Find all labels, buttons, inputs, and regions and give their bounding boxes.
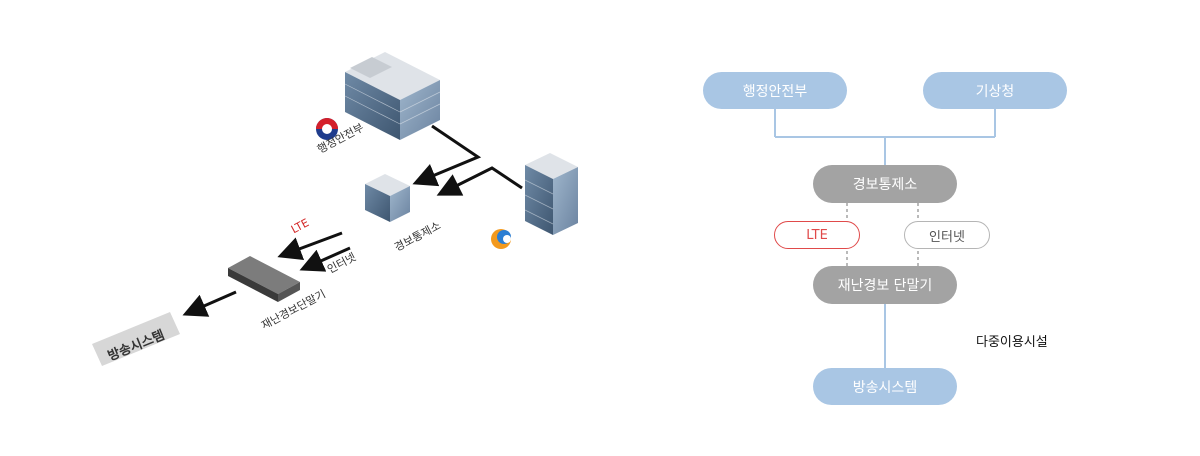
facility-label: 다중이용시설: [976, 335, 1048, 350]
lte-node: LTE: [774, 221, 860, 249]
kma-emblem-icon: [491, 229, 511, 249]
isometric-illustration: [92, 52, 578, 366]
internet-node: 인터넷: [904, 221, 990, 249]
broadcast-box-icon: [92, 312, 180, 366]
ministry-emblem-icon: [316, 118, 338, 140]
lte-arrow: [277, 231, 343, 260]
terminal-device-icon: [228, 256, 300, 302]
broadcast-node: 방송시스템: [813, 368, 957, 405]
terminal-node: 재난경보 단말기: [813, 266, 957, 304]
control-center-node: 경보통제소: [813, 165, 957, 203]
ministry-building-icon: [344, 52, 441, 140]
control-center-building-icon: [365, 174, 410, 222]
kma-building-icon: [524, 153, 578, 235]
kma-to-control-arrow: [436, 166, 523, 196]
internet-arrow: [299, 246, 351, 272]
ministry-to-control-arrow: [412, 124, 482, 187]
ministry-node: 행정안전부: [703, 72, 847, 109]
kma-node: 기상청: [923, 72, 1067, 109]
terminal-to-broadcast-arrow: [182, 290, 237, 317]
